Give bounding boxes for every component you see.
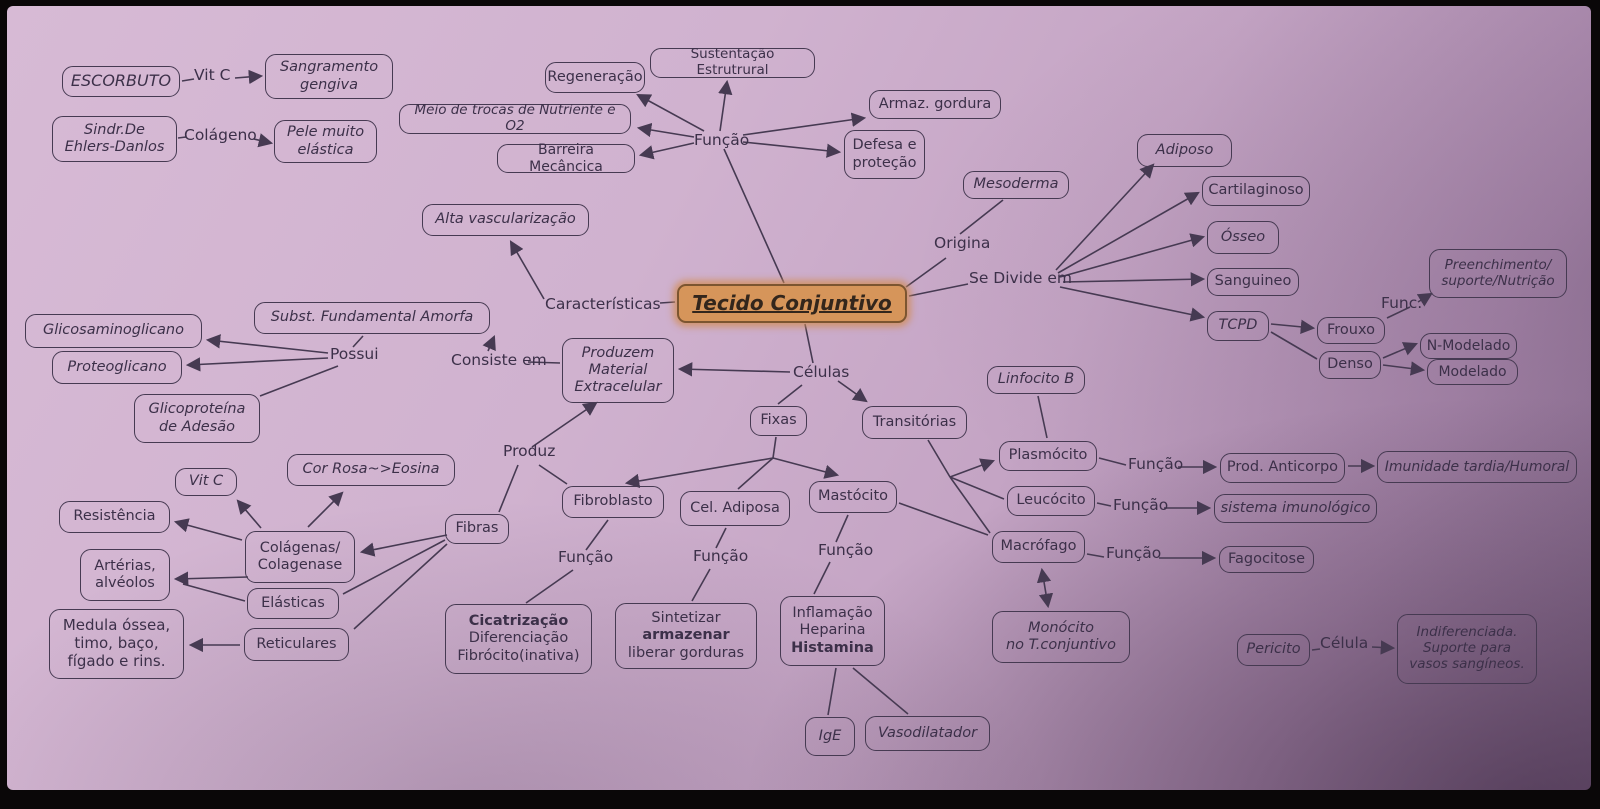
node-adiposo: Adiposo bbox=[1137, 134, 1232, 167]
node-modelado: Modelado bbox=[1427, 359, 1518, 385]
node-frouxo: Frouxo bbox=[1317, 317, 1385, 344]
node-fagocitose: Fagocitose bbox=[1219, 546, 1314, 573]
label-funcao-top: Função bbox=[694, 133, 749, 149]
node-alta-vascularizacao: Alta vascularização bbox=[422, 204, 589, 236]
label-funcao-fibroblasto: Função bbox=[558, 550, 613, 566]
node-subst-fundamental-amorfa: Subst. Fundamental Amorfa bbox=[254, 302, 490, 334]
node-fibroblasto: Fibroblasto bbox=[562, 486, 664, 518]
node-proteoglicano: Proteoglicano bbox=[52, 351, 182, 384]
node-pele-muito-elastica: Pele muito elástica bbox=[274, 120, 377, 163]
node-produzem-material-extracelular: Produzem Material Extracelular bbox=[562, 338, 674, 403]
label-func: Func. bbox=[1381, 296, 1422, 312]
node-glicosaminoglicano: Glicosaminoglicano bbox=[25, 314, 202, 348]
node-sistema-imunologico: sistema imunológico bbox=[1214, 494, 1377, 523]
node-barreira-mecanica: Barreira Mecâncica bbox=[497, 144, 635, 173]
node-armaz-gordura: Armaz. gordura bbox=[869, 90, 1001, 119]
node-plasmocito: Plasmócito bbox=[999, 441, 1097, 471]
node-vit-c: Vit C bbox=[175, 468, 237, 496]
node-linfocito-b: Linfocito B bbox=[987, 366, 1085, 394]
node-cartilaginoso: Cartilaginoso bbox=[1202, 176, 1310, 206]
node-sindr-ehlers-danlos: Sindr.De Ehlers-Danlos bbox=[52, 116, 177, 162]
node-elasticas: Elásticas bbox=[247, 588, 339, 619]
node-reticulares: Reticulares bbox=[244, 628, 349, 661]
node-colagenas-colagenase: Colágenas/ Colagenase bbox=[245, 531, 355, 583]
node-osseo: Ósseo bbox=[1207, 221, 1279, 254]
node-glicoproteina-adesao: Glicoproteína de Adesão bbox=[134, 394, 260, 443]
label-origina: Origina bbox=[934, 236, 990, 252]
node-regeneracao: Regeneração bbox=[545, 62, 645, 93]
label-vit-c: Vit C bbox=[194, 68, 230, 84]
label-funcao-mastocito: Função bbox=[818, 543, 873, 559]
node-arterias-alveolos: Artérias, alvéolos bbox=[80, 549, 170, 601]
node-tecido-conjuntivo: Tecido Conjuntivo bbox=[677, 284, 907, 323]
label-celula: Célula bbox=[1320, 636, 1368, 652]
node-tcpd: TCPD bbox=[1207, 311, 1269, 341]
node-mesoderma: Mesoderma bbox=[963, 171, 1069, 199]
node-medula-ossea-timo-baco: Medula óssea, timo, baço, fígado e rins. bbox=[49, 609, 184, 679]
node-preenchimento-suporte: Preenchimento/ suporte/Nutrição bbox=[1429, 249, 1567, 298]
node-sintetizar-armazenar: Sintetizar armazenar liberar gorduras bbox=[615, 603, 757, 669]
node-escorbuto: ESCORBUTO bbox=[62, 66, 180, 97]
label-consiste-em: Consiste em bbox=[451, 353, 547, 369]
label-se-divide-em: Se Divide em bbox=[969, 271, 1072, 287]
label-funcao-plasmocito: Função bbox=[1128, 457, 1183, 473]
node-ige: IgE bbox=[805, 717, 855, 756]
label-funcao-leucocito: Função bbox=[1113, 498, 1168, 514]
node-mastocito: Mastócito bbox=[809, 481, 897, 513]
node-transitorias: Transitórias bbox=[862, 406, 967, 439]
node-sanguineo: Sanguineo bbox=[1207, 268, 1299, 296]
node-denso: Denso bbox=[1319, 351, 1381, 379]
label-caracteristicas: Características bbox=[545, 297, 661, 313]
label-possui: Possui bbox=[330, 347, 379, 363]
node-cicatrizacao-diferenciacao: Cicatrização Diferenciação Fibrócito(ina… bbox=[445, 604, 592, 674]
node-macrofago: Macrófago bbox=[992, 531, 1085, 563]
node-resistencia: Resistência bbox=[59, 501, 170, 533]
node-meio-de-trocas: Meio de trocas de Nutriente e O2 bbox=[399, 104, 631, 134]
label-produz: Produz bbox=[503, 444, 555, 460]
node-fibras: Fibras bbox=[445, 514, 509, 544]
label-funcao-macrofago: Função bbox=[1106, 546, 1161, 562]
node-pericito: Pericito bbox=[1237, 634, 1310, 666]
paper-photo: Tecido Conjuntivo ESCORBUTO Sangramento … bbox=[7, 6, 1591, 790]
label-funcao-cel-adiposa: Função bbox=[693, 549, 748, 565]
node-defesa-protecao: Defesa e proteção bbox=[844, 130, 925, 179]
node-prod-anticorpo: Prod. Anticorpo bbox=[1220, 453, 1345, 483]
node-fixas: Fixas bbox=[750, 406, 807, 436]
node-sustentacao-estrutural: Sustentação Estrutrural bbox=[650, 48, 815, 78]
node-imunidade-tardia-humoral: Imunidade tardia/Humoral bbox=[1377, 451, 1577, 483]
node-indiferenciada-suporte: Indiferenciada. Suporte para vasos sangí… bbox=[1397, 614, 1537, 684]
node-cor-rosa-eosina: Cor Rosa~>Eosina bbox=[287, 454, 455, 486]
node-cel-adiposa: Cel. Adiposa bbox=[680, 491, 790, 526]
node-vasodilatador: Vasodilatador bbox=[865, 716, 990, 751]
node-leucocito: Leucócito bbox=[1007, 486, 1095, 516]
node-sangramento-gengiva: Sangramento gengiva bbox=[265, 54, 393, 99]
node-inflamacao-heparina-histamina: Inflamação Heparina Histamina bbox=[780, 596, 885, 666]
label-colageno: Colágeno bbox=[184, 128, 257, 144]
label-celulas: Células bbox=[793, 365, 849, 381]
node-n-modelado: N-Modelado bbox=[1420, 333, 1517, 359]
node-monocito-t-conjuntivo: Monócito no T.conjuntivo bbox=[992, 611, 1130, 663]
center-label: Tecido Conjuntivo bbox=[692, 292, 892, 316]
